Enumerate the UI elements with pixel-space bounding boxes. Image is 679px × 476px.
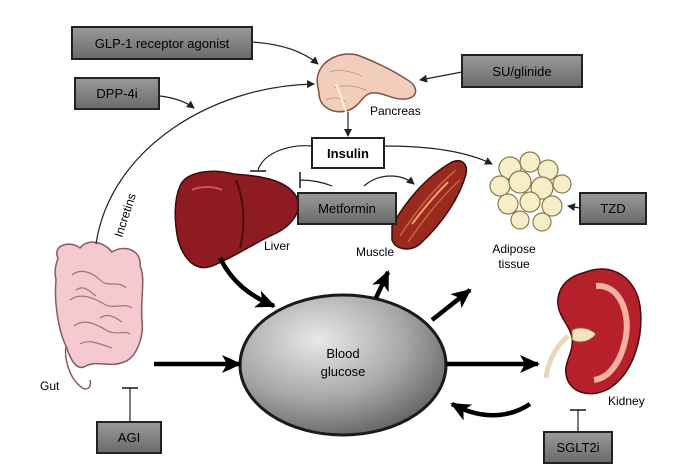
muscle-illustration: Muscle [356, 160, 468, 259]
drug-box-dpp4i: DPP-4i [74, 77, 160, 110]
gut-illustration: Gut [40, 241, 144, 393]
drug-box-sglt2i: SGLT2i [543, 431, 613, 464]
tzd-to-adipose-arrow [567, 203, 581, 212]
insulin-to-adipose-arrow [383, 145, 493, 165]
liver-to-glucose-arrow [217, 256, 276, 309]
kidney-illustration: Kidney [543, 268, 645, 408]
insulin-to-liver-line [257, 145, 313, 171]
incretins-label: Incretins [112, 191, 139, 238]
pancreas-illustration: Pancreas [316, 53, 421, 118]
adipose-label-2: tissue [498, 257, 530, 271]
su-to-pancreas-arrow [419, 71, 463, 83]
blood-glucose-label-1: Blood [326, 346, 359, 361]
glp1-to-pancreas-arrow [251, 41, 319, 65]
sglt2i-label: SGLT2i [556, 440, 599, 455]
liver-label: Liver [264, 239, 290, 253]
blood-glucose-label-2: glucose [321, 364, 366, 379]
regulation-connectors [95, 41, 586, 432]
su-glinide-label: SU/glinide [492, 64, 551, 79]
tzd-label: TZD [600, 201, 625, 216]
insulin-label: Insulin [327, 146, 369, 161]
liver-illustration: Liver [174, 170, 299, 269]
adipose-illustration [489, 151, 572, 232]
drug-box-metformin: Metformin [297, 192, 397, 225]
glp1-label: GLP-1 receptor agonist [95, 36, 230, 51]
kidney-label: Kidney [608, 394, 645, 408]
drug-box-agi: AGI [96, 421, 162, 454]
dpp4i-arrow [159, 95, 195, 109]
adipose-label-1: Adipose [492, 242, 536, 256]
drug-box-tzd: TZD [579, 192, 647, 225]
glucose-to-muscle-arrow [372, 270, 391, 299]
muscle-label: Muscle [356, 245, 394, 259]
insulin-box: Insulin [311, 137, 385, 169]
pancreas-label: Pancreas [370, 104, 421, 118]
metformin-label: Metformin [318, 201, 376, 216]
glucose-flux-arrows [154, 256, 540, 421]
dpp4i-label: DPP-4i [96, 86, 137, 101]
drug-box-su-glinide: SU/glinide [461, 54, 583, 88]
metformin-to-muscle-arrow [363, 175, 415, 187]
agi-label: AGI [118, 430, 140, 445]
incretins-arrow [95, 80, 315, 245]
metformin-to-liver-line [299, 179, 333, 187]
blood-glucose-node: Blood glucose [238, 293, 448, 437]
glucose-to-adipose-arrow [430, 288, 472, 322]
kidney-to-glucose-arrow [450, 402, 532, 421]
drug-box-glp1: GLP-1 receptor agonist [71, 26, 253, 60]
gut-label: Gut [40, 379, 60, 393]
